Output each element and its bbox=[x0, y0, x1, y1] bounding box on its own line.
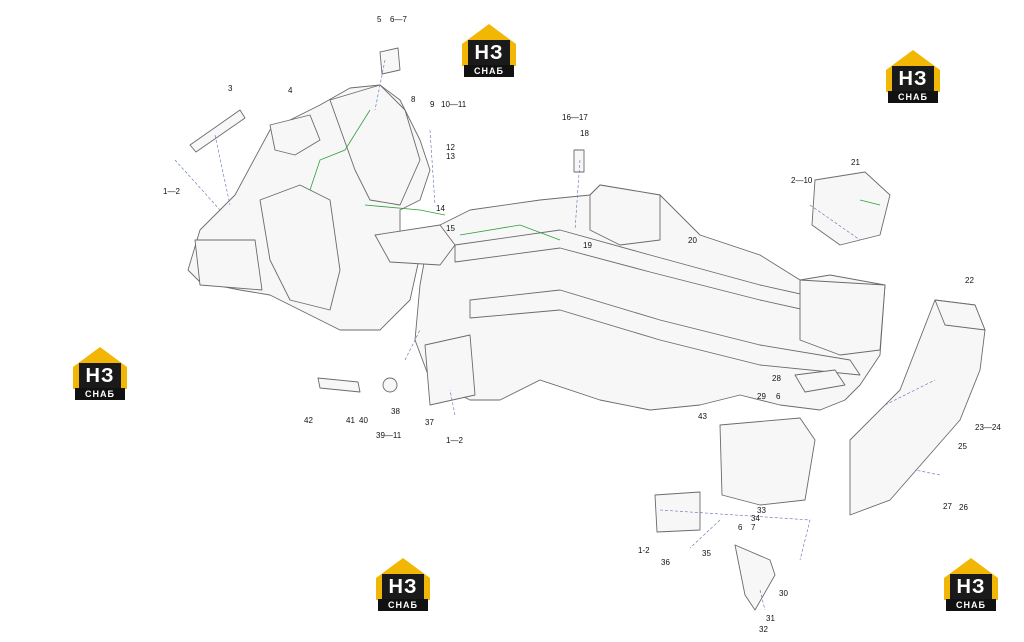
part-callout: 31 bbox=[766, 614, 775, 623]
rear-frame-bottom-rail bbox=[469, 289, 861, 376]
part-callout: 7 bbox=[751, 523, 756, 532]
part-callout: 30 bbox=[779, 589, 788, 598]
pivot-tower bbox=[329, 84, 421, 206]
watermark-subtext: СНАБ bbox=[378, 599, 428, 611]
part-callout: 14 bbox=[436, 204, 445, 213]
mount-plate-15 bbox=[374, 224, 456, 266]
part-callout: 4 bbox=[288, 86, 293, 95]
battery-36 bbox=[654, 491, 701, 533]
part-callout: 1—2 bbox=[446, 436, 463, 445]
part-callout: 13 bbox=[446, 152, 455, 161]
part-callout: 6 bbox=[776, 392, 781, 401]
part-callout: 38 bbox=[391, 407, 400, 416]
watermark-text: НЗ bbox=[956, 576, 986, 598]
part-callout: 9 bbox=[430, 100, 435, 109]
cover-plate-28 bbox=[794, 369, 846, 393]
part-callout: 21 bbox=[851, 158, 860, 167]
watermark-text: НЗ bbox=[388, 576, 418, 598]
part-callout: 5 bbox=[377, 15, 382, 24]
counterweight-22-top bbox=[934, 299, 986, 331]
counterweight-22 bbox=[849, 299, 986, 516]
part-callout: 8 bbox=[411, 95, 416, 104]
front-lug bbox=[269, 114, 321, 156]
part-callout: 35 bbox=[702, 549, 711, 558]
part-callout: 43 bbox=[698, 412, 707, 421]
part-callout: 32 bbox=[759, 625, 768, 634]
cover-37 bbox=[424, 334, 476, 406]
part-callout: 1—2 bbox=[163, 187, 180, 196]
part-callout: 40 bbox=[359, 416, 368, 425]
part-callout: 23—24 bbox=[975, 423, 1001, 432]
part-callout: 2—10 bbox=[791, 176, 813, 185]
bracket-3 bbox=[189, 109, 246, 153]
part-callout: 18 bbox=[580, 129, 589, 138]
watermark-logo: НЗ СНАБ bbox=[372, 556, 434, 612]
part-callout: 20 bbox=[688, 236, 697, 245]
watermark-logo: НЗ СНАБ bbox=[458, 22, 520, 78]
pin-18 bbox=[573, 149, 585, 173]
part-callout: 28 bbox=[772, 374, 781, 383]
part-callout: 10—11 bbox=[441, 100, 467, 109]
rear-crossmember bbox=[799, 279, 886, 356]
part-callout: 37 bbox=[425, 418, 434, 427]
step-plate-30 bbox=[734, 544, 776, 611]
part-callout: 34 bbox=[751, 514, 760, 523]
watermark-subtext: СНАБ bbox=[888, 91, 938, 103]
part-callout: 3 bbox=[228, 84, 233, 93]
part-callout: 39—11 bbox=[376, 431, 402, 440]
bushing-38 bbox=[382, 377, 398, 393]
part-callout: 6 bbox=[738, 523, 743, 532]
watermark-logo: НЗ СНАБ bbox=[940, 556, 1002, 612]
part-callout: 26 bbox=[959, 503, 968, 512]
watermark-subtext: СНАБ bbox=[946, 599, 996, 611]
watermark-text: НЗ bbox=[85, 365, 115, 387]
watermark-text: НЗ bbox=[898, 68, 928, 90]
part-callout: 19 bbox=[583, 241, 592, 250]
part-callout: 15 bbox=[446, 224, 455, 233]
battery-box bbox=[719, 417, 816, 506]
watermark-logo: НЗ СНАБ bbox=[69, 345, 131, 401]
watermark-text: НЗ bbox=[474, 42, 504, 64]
part-callout: 41 bbox=[346, 416, 355, 425]
part-callout: 29 bbox=[757, 392, 766, 401]
part-callout: 22 bbox=[965, 276, 974, 285]
watermark-logo: НЗ СНАБ bbox=[882, 48, 944, 104]
part-callout: 33 bbox=[757, 506, 766, 515]
cover-21 bbox=[811, 171, 891, 246]
tank-bracket bbox=[589, 184, 661, 246]
bracket-5 bbox=[379, 47, 401, 75]
watermark-subtext: СНАБ bbox=[464, 65, 514, 77]
front-frame-plate bbox=[194, 239, 263, 291]
part-callout: 25 bbox=[958, 442, 967, 451]
part-callout: 27 bbox=[943, 502, 952, 511]
part-callout: 16—17 bbox=[562, 113, 588, 122]
part-callout: 6—7 bbox=[390, 15, 407, 24]
link-bar-41 bbox=[317, 377, 361, 393]
front-frame-side bbox=[259, 184, 341, 311]
part-callout: 42 bbox=[304, 416, 313, 425]
watermark-subtext: СНАБ bbox=[75, 388, 125, 400]
part-callout: 36 bbox=[661, 558, 670, 567]
part-callout: 12 bbox=[446, 143, 455, 152]
part-callout: 1-2 bbox=[638, 546, 650, 555]
